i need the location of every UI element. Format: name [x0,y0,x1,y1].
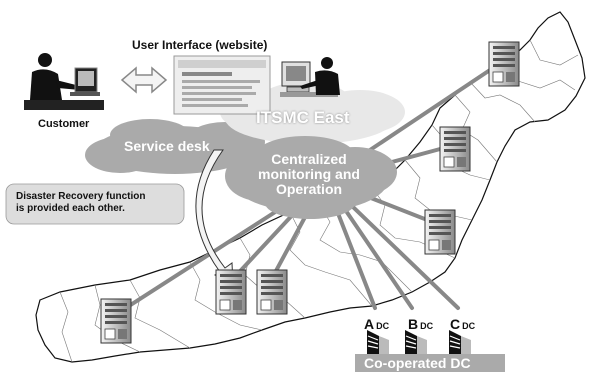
double-arrow-icon [120,66,168,94]
server-icon [100,298,132,344]
itsmc-east-label: ITSMC East [256,108,350,127]
service-desk-label: Service desk [124,138,210,154]
user-interface-label: User Interface (website) [132,38,268,52]
server-icon [439,126,471,172]
operator-person-icon [280,57,340,97]
server-icon [256,269,288,315]
disaster-recovery-box [5,183,185,225]
dc-letter: B [408,316,419,332]
co-operated-dc-bar [355,354,505,372]
co-operated-dc-label: Co-operated DC [364,355,471,371]
dc-letter: A [364,316,375,332]
centralized-cloud [225,136,397,219]
website-screenshot [173,55,271,115]
server-icon [215,269,247,315]
customer-person-icon [23,50,107,112]
customer-label: Customer [38,118,90,130]
server-icon [488,41,520,87]
dc-suffix: DC [462,321,476,331]
dc-suffix: DC [420,321,434,331]
server-icon [424,209,456,255]
dc-suffix: DC [376,321,390,331]
dc-letter: C [450,316,461,332]
service-desk-cloud [85,119,265,174]
centralized-label: Centralized monitoring and Operation [258,151,360,197]
disaster-recovery-label: Disaster Recovery function is provided e… [16,191,146,214]
